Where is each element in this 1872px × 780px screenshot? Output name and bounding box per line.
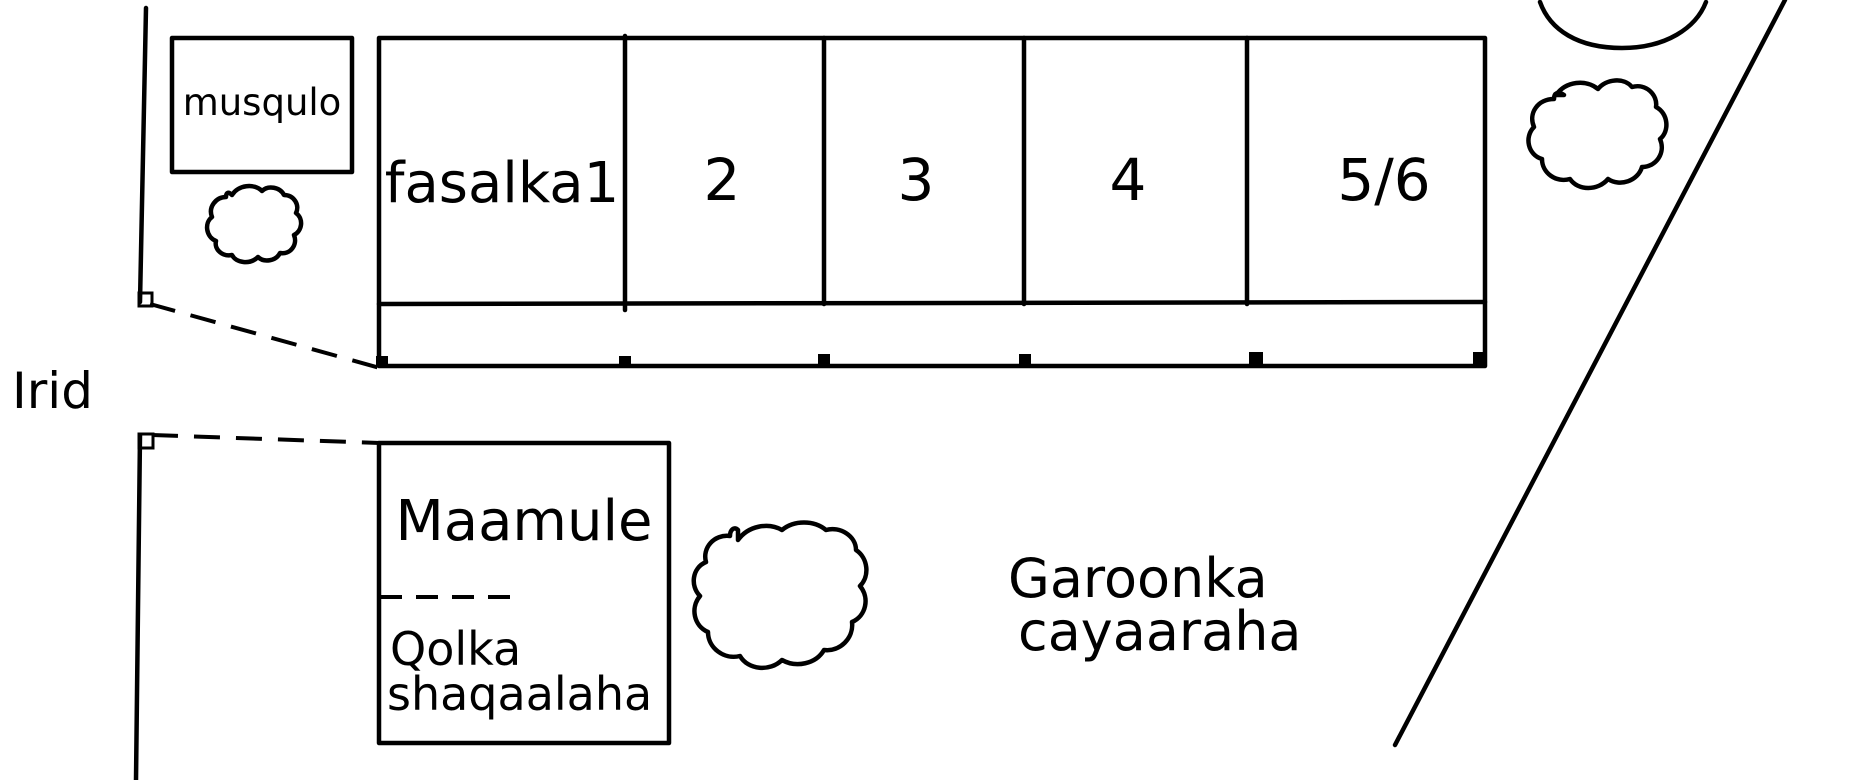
- classroom-2-label: 2: [704, 146, 741, 214]
- tree-icon: [691, 520, 869, 670]
- classroom-4-label: 4: [1110, 146, 1147, 214]
- tree-icon: [1526, 78, 1669, 191]
- dashed-fence-lower: [151, 433, 381, 445]
- veranda-post: [619, 356, 631, 367]
- fence-post-upper: [137, 291, 154, 308]
- fence-post-lower: [137, 432, 155, 450]
- classroom-3-label: 3: [898, 146, 935, 214]
- dashed-fence-upper: [149, 302, 381, 370]
- circle-feature: [1537, 0, 1709, 51]
- classroom-1-label: fasalka1: [385, 151, 619, 216]
- office-building: [376, 440, 672, 746]
- veranda-post: [1019, 354, 1031, 365]
- left-fence-lower: [133, 432, 143, 780]
- right-boundary-line: [1392, 0, 1788, 748]
- office-label: Maamule: [395, 489, 652, 554]
- veranda-line: [376, 299, 1488, 307]
- playground-label-line1: Garoonka: [1008, 547, 1268, 610]
- classroom-block-outline: [376, 35, 1488, 369]
- gate-label: Irid: [12, 362, 93, 420]
- classroom-block: fasalka1 2 3 4 5/6: [376, 33, 1488, 369]
- left-fence-upper: [137, 5, 149, 305]
- staff-room-label-line2: shaqaalaha: [387, 667, 652, 721]
- toilet-label: musqulo: [183, 81, 342, 124]
- tree-icon: [204, 183, 304, 265]
- staff-room-label-line1: Qolka: [390, 622, 521, 676]
- playground-label-line2: cayaaraha: [1018, 600, 1302, 663]
- veranda-post: [1249, 352, 1263, 365]
- toilet-building: [169, 35, 355, 175]
- veranda-post: [376, 356, 388, 367]
- veranda-post: [818, 354, 830, 365]
- veranda-post: [1473, 352, 1487, 365]
- classroom-5-6-label: 5/6: [1337, 146, 1430, 214]
